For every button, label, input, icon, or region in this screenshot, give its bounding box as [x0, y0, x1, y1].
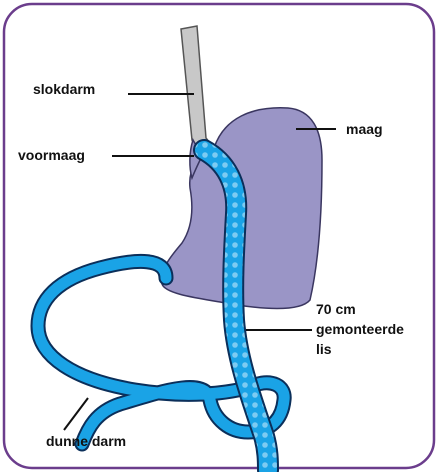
- slokdarm-label: slokdarm: [33, 81, 95, 97]
- lis-label-line-3: lis: [316, 341, 332, 357]
- maag-label: maag: [346, 121, 383, 137]
- dunne-darm-label: dunne darm: [46, 433, 126, 449]
- voormaag-label: voormaag: [18, 147, 85, 163]
- lis-label-line-2: gemonteerde: [316, 321, 404, 337]
- lis-label-line-1: 70 cm: [316, 301, 356, 317]
